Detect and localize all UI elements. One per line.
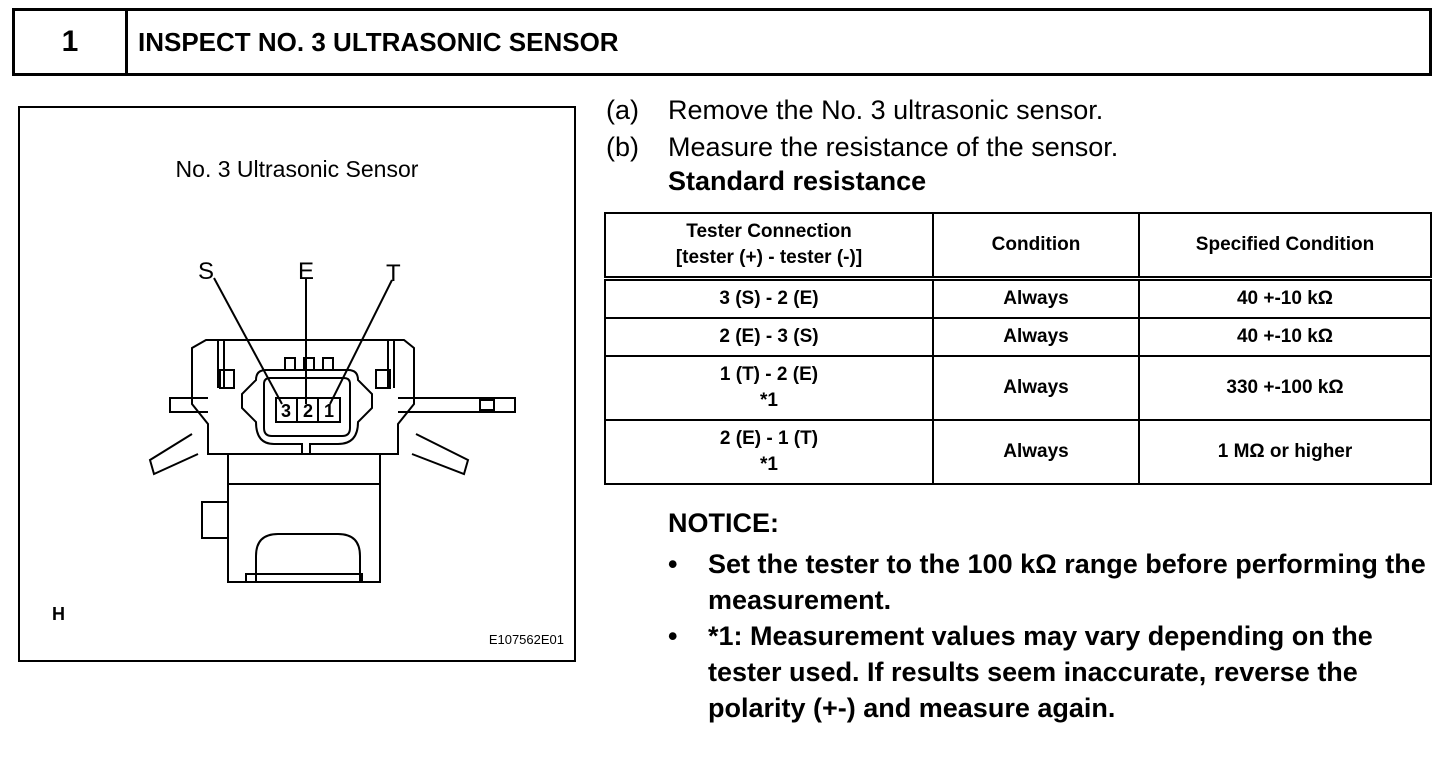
- cell-condition: Always: [932, 355, 1140, 421]
- header-specified-condition: Specified Condition: [1138, 212, 1432, 281]
- header-line: Tester Connection: [686, 221, 852, 242]
- upper-housing-shape: [191, 339, 415, 455]
- cell-spec: 1 MΩ or higher: [1138, 419, 1432, 485]
- step-item: (a) Remove the No. 3 ultrasonic sensor.: [606, 92, 1118, 129]
- cell-condition: Always: [932, 277, 1140, 319]
- notice-text: Set the tester to the 100 kΩ range befor…: [708, 549, 1426, 615]
- leader-line-s: [213, 277, 283, 405]
- step-header: 1 INSPECT NO. 3 ULTRASONIC SENSOR: [12, 8, 1432, 76]
- figure-corner-letter: H: [52, 604, 65, 624]
- notice-item: • *1: Measurement values may vary depend…: [668, 618, 1428, 726]
- figure-code: E107562E01: [488, 632, 564, 647]
- cell-spec: 40 +-10 kΩ: [1138, 277, 1432, 319]
- step-title: INSPECT NO. 3 ULTRASONIC SENSOR: [138, 26, 619, 57]
- leader-line-t: [329, 279, 393, 405]
- header-tester-connection: Tester Connection [tester (+) - tester (…: [604, 212, 934, 281]
- cell-condition: Always: [932, 317, 1140, 357]
- cell-connection: 1 (T) - 2 (E) *1: [604, 355, 934, 421]
- cell-connection: 2 (E) - 3 (S): [604, 317, 934, 357]
- terminal-block: [275, 397, 341, 423]
- step-item: (b) Measure the resistance of the sensor…: [606, 129, 1118, 166]
- sensor-figure: 3 2 1 No. 3 Ultrasonic Sensor S E T H E1…: [18, 106, 576, 662]
- cell-connection: 2 (E) - 1 (T) *1: [604, 419, 934, 485]
- cell-condition: Always: [932, 419, 1140, 485]
- step-number: 1: [15, 11, 128, 73]
- cell-connection: 3 (S) - 2 (E): [604, 277, 934, 319]
- bullet-icon: •: [668, 549, 678, 579]
- step-label: (a): [606, 95, 639, 125]
- left-tab-shape: [169, 397, 208, 413]
- cell-spec: 40 +-10 kΩ: [1138, 317, 1432, 357]
- pin-label-t: T: [386, 260, 401, 287]
- figure-title: No. 3 Ultrasonic Sensor: [175, 156, 419, 182]
- notice-list: • Set the tester to the 100 kΩ range bef…: [668, 546, 1428, 726]
- sensor-connector-drawing: 3 2 1: [148, 277, 516, 583]
- cell-spec: 330 +-100 kΩ: [1138, 355, 1432, 421]
- bullet-icon: •: [668, 621, 678, 651]
- notice-heading: NOTICE:: [668, 508, 779, 538]
- connector-outline: [241, 369, 373, 455]
- pin-label-e: E: [298, 258, 315, 285]
- resistance-table: Tester Connection [tester (+) - tester (…: [604, 212, 1432, 485]
- header-condition: Condition: [932, 212, 1140, 281]
- procedure-steps: (a) Remove the No. 3 ultrasonic sensor. …: [606, 92, 1118, 166]
- right-leg-shape: [411, 433, 470, 476]
- connection-note: *1: [760, 454, 778, 475]
- table-header-row: Tester Connection [tester (+) - tester (…: [604, 212, 1432, 281]
- connection-note: *1: [760, 390, 778, 411]
- table-row: 3 (S) - 2 (E) Always 40 +-10 kΩ: [604, 277, 1432, 319]
- header-line: [tester (+) - tester (-)]: [675, 247, 863, 268]
- table-row: 2 (E) - 3 (S) Always 40 +-10 kΩ: [604, 317, 1432, 357]
- standard-heading: Standard resistance: [668, 166, 927, 196]
- right-tab-shape: [398, 397, 516, 413]
- table-row: 1 (T) - 2 (E) *1 Always 330 +-100 kΩ: [604, 355, 1432, 421]
- notice-text: *1: Measurement values may vary dependin…: [708, 621, 1373, 723]
- connection-text: 2 (E) - 1 (T): [719, 428, 819, 449]
- terminal-label-2: 2: [303, 401, 313, 421]
- step-text: Remove the No. 3 ultrasonic sensor.: [668, 95, 1104, 125]
- notice-item: • Set the tester to the 100 kΩ range bef…: [668, 546, 1428, 618]
- right-tab-slot: [479, 399, 495, 411]
- terminal-label-1: 1: [324, 401, 334, 421]
- step-label: (b): [606, 132, 639, 162]
- terminal-label-3: 3: [281, 401, 291, 421]
- left-leg-shape: [148, 433, 199, 476]
- step-text: Measure the resistance of the sensor.: [668, 132, 1119, 162]
- pin-label-s: S: [198, 258, 215, 285]
- table-row: 2 (E) - 1 (T) *1 Always 1 MΩ or higher: [604, 419, 1432, 485]
- connection-text: 1 (T) - 2 (E): [719, 364, 819, 385]
- lower-housing-shape: [227, 454, 381, 583]
